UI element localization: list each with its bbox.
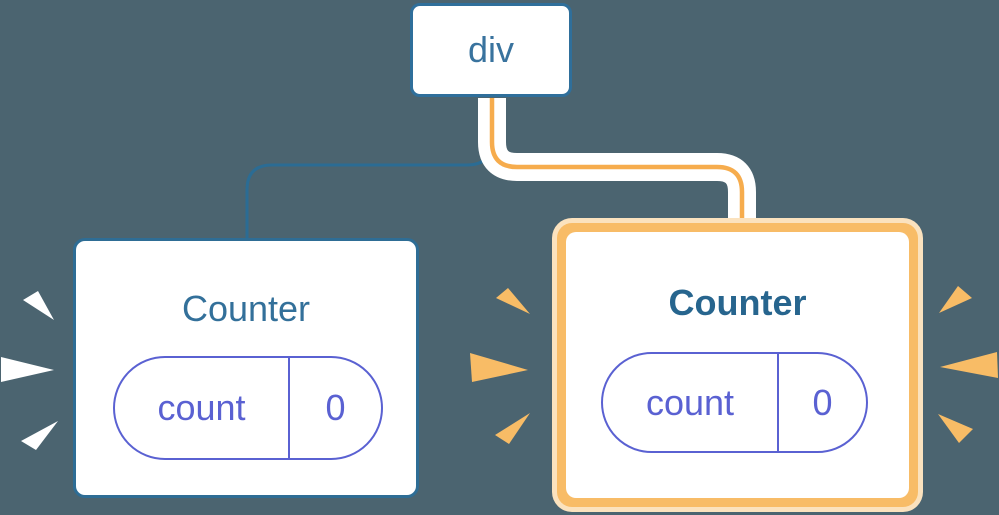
counter-node-right-highlight: Counter count 0 <box>552 218 923 512</box>
counter-right-title: Counter <box>668 282 807 323</box>
counter-node-right: Counter count 0 <box>566 232 909 498</box>
state-value-left: 0 <box>325 387 346 428</box>
sparkle-icon <box>496 288 530 314</box>
state-pill-left: count 0 <box>113 356 383 460</box>
sparkle-icon <box>938 414 973 443</box>
sparkle-icon <box>939 286 972 313</box>
sparkle-burst-right-right-orange <box>938 286 998 443</box>
state-value-right: 0 <box>812 381 833 423</box>
state-key-left: count <box>115 358 290 458</box>
sparkle-burst-right-left-orange <box>470 288 530 444</box>
sparkle-burst-left-white <box>1 291 58 450</box>
state-pill-right: count 0 <box>601 352 868 453</box>
sparkle-icon <box>470 353 528 382</box>
counter-node-left: Counter count 0 <box>73 238 419 498</box>
sparkle-icon <box>21 421 58 450</box>
connector-right-edge <box>489 98 745 234</box>
connector-right-casing <box>478 98 756 219</box>
sparkle-icon <box>495 413 530 444</box>
counter-node-right-highlight-band: Counter count 0 <box>557 223 918 507</box>
sparkle-icon <box>23 291 54 320</box>
connector-left-edge <box>245 98 494 242</box>
root-node-label: div <box>467 29 515 70</box>
state-key-right: count <box>603 354 779 451</box>
sparkle-icon <box>940 352 998 378</box>
root-node: div <box>410 3 572 97</box>
counter-left-title: Counter <box>181 288 311 329</box>
sparkle-icon <box>1 357 54 382</box>
